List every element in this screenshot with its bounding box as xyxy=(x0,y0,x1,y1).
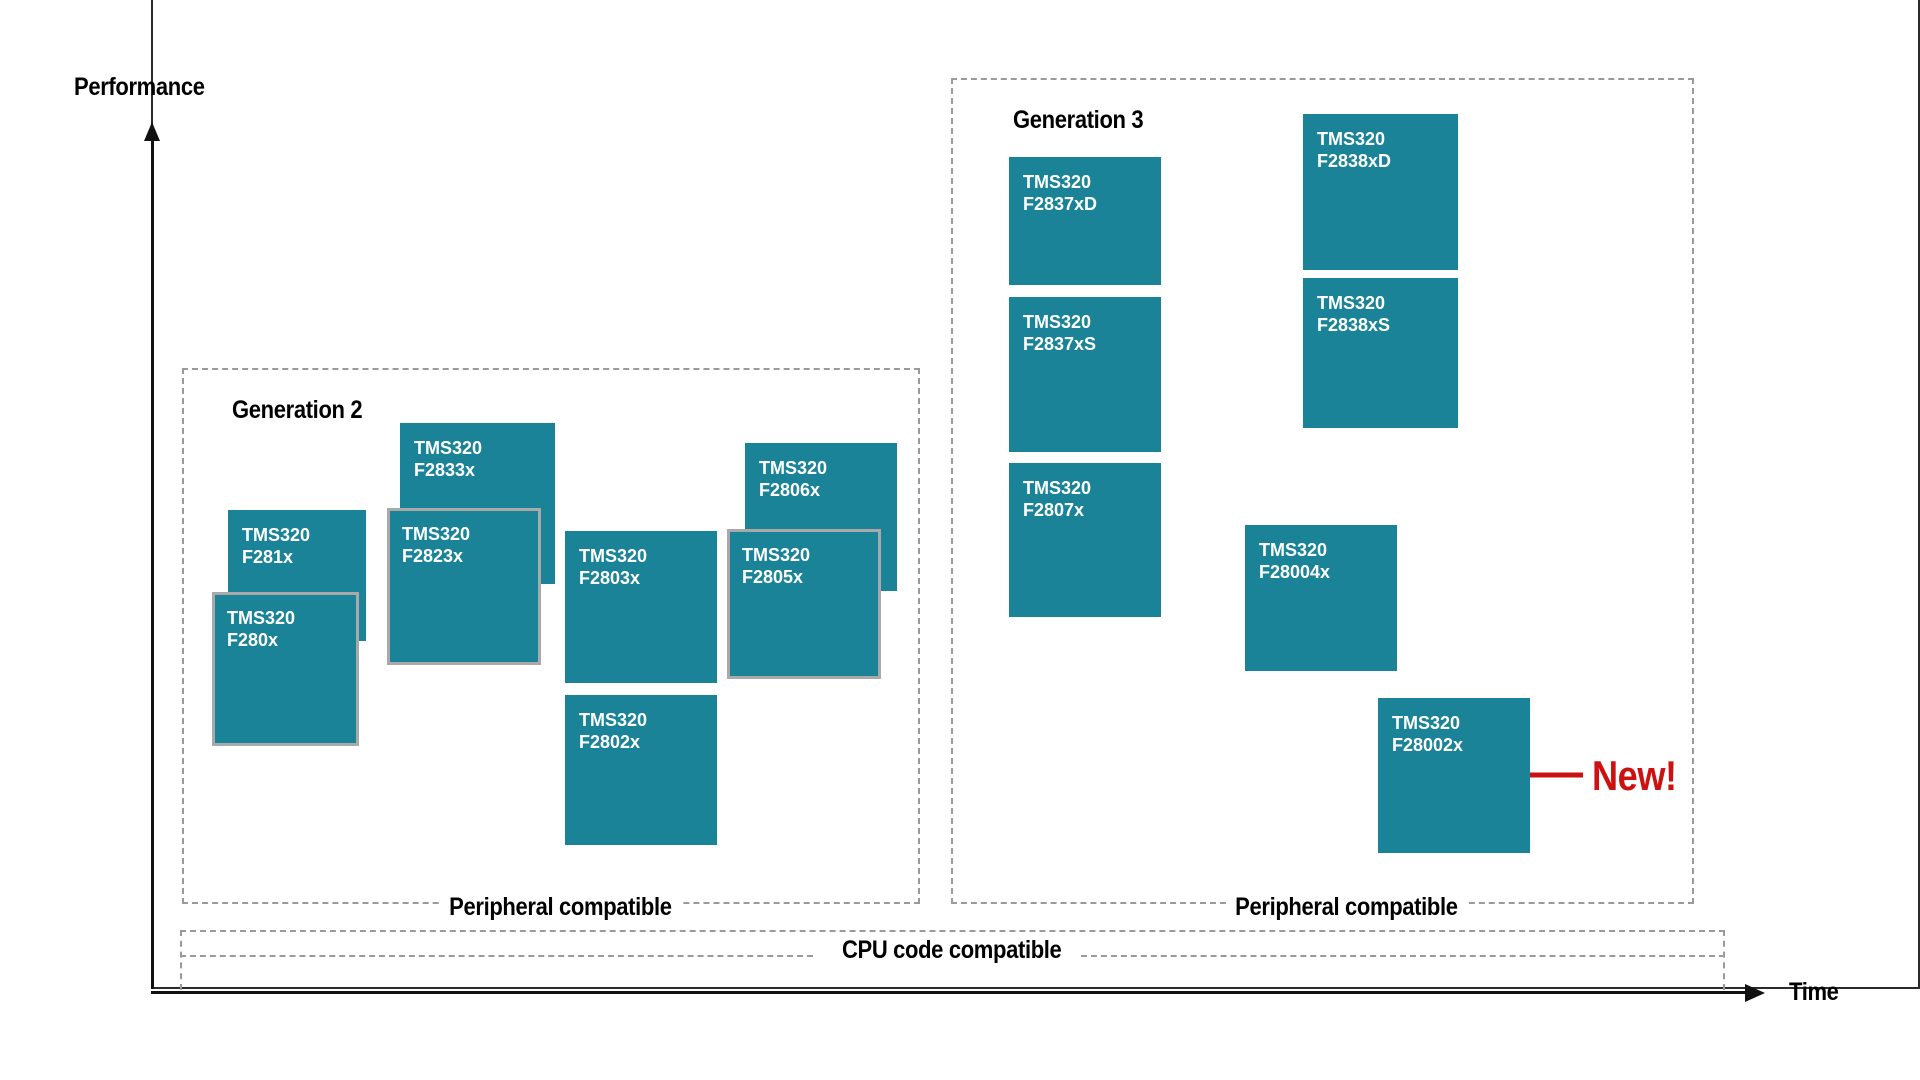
chip-family-line: TMS320 xyxy=(242,525,311,545)
chip-family-line: TMS320 xyxy=(1259,540,1328,560)
chip-family-line: TMS320 xyxy=(759,458,828,478)
chip-part-line: F28004x xyxy=(1259,562,1331,582)
chip-part-line: F2823x xyxy=(402,546,464,566)
chip-part-line: F2803x xyxy=(579,568,641,588)
time-axis-label: Time xyxy=(1789,978,1839,1006)
cpu-code-compatible-label: CPU code compatible xyxy=(833,936,1071,965)
chip-family-line: TMS320 xyxy=(1317,129,1386,149)
chip-part-line: F2805x xyxy=(742,567,804,587)
chip-family-line: TMS320 xyxy=(227,608,296,628)
cpu-box-bottom-right-segment xyxy=(1081,955,1725,957)
chip-family-line: TMS320 xyxy=(1023,478,1092,498)
performance-axis-line xyxy=(151,137,154,989)
time-axis-line xyxy=(151,991,1748,994)
chip-part-line: F28002x xyxy=(1392,735,1464,755)
chip-part-line: F280x xyxy=(227,630,279,650)
chip-family-line: TMS320 xyxy=(579,546,648,566)
chip-family-line: TMS320 xyxy=(1023,312,1092,332)
chip-part-line: F2838xS xyxy=(1317,315,1391,335)
chip-family-line: TMS320 xyxy=(414,438,483,458)
generation-2-title: Generation 2 xyxy=(232,396,363,424)
performance-axis-arrow-icon xyxy=(144,122,160,141)
generation-3-peripheral-compatible-label: Peripheral compatible xyxy=(1226,893,1467,922)
cpu-box-bottom-left-segment xyxy=(180,955,813,957)
chip-part-line: F2833x xyxy=(414,460,476,480)
new-callout-label: New! xyxy=(1592,752,1677,799)
chip-family-line: TMS320 xyxy=(1317,293,1386,313)
chip-family-line: TMS320 xyxy=(1392,713,1461,733)
chip-family-line: TMS320 xyxy=(742,545,811,565)
performance-axis-label: Performance xyxy=(74,73,205,101)
chip-part-line: F2837xS xyxy=(1023,334,1097,354)
chip-part-line: F2837xD xyxy=(1023,194,1098,214)
time-axis-arrow-icon xyxy=(1745,984,1765,1002)
chip-family-line: TMS320 xyxy=(402,524,471,544)
generation-3-title: Generation 3 xyxy=(1013,106,1144,134)
chip-part-line: F281x xyxy=(242,547,294,567)
generation-2-peripheral-compatible-label: Peripheral compatible xyxy=(440,893,681,922)
cpu-code-compatible-box xyxy=(180,930,1725,990)
chip-family-line: TMS320 xyxy=(579,710,648,730)
chip-family-line: TMS320 xyxy=(1023,172,1092,192)
chip-part-line: F2807x xyxy=(1023,500,1085,520)
chip-part-line: F2806x xyxy=(759,480,821,500)
chip-part-line: F2838xD xyxy=(1317,151,1392,171)
chip-part-line: F2802x xyxy=(579,732,641,752)
